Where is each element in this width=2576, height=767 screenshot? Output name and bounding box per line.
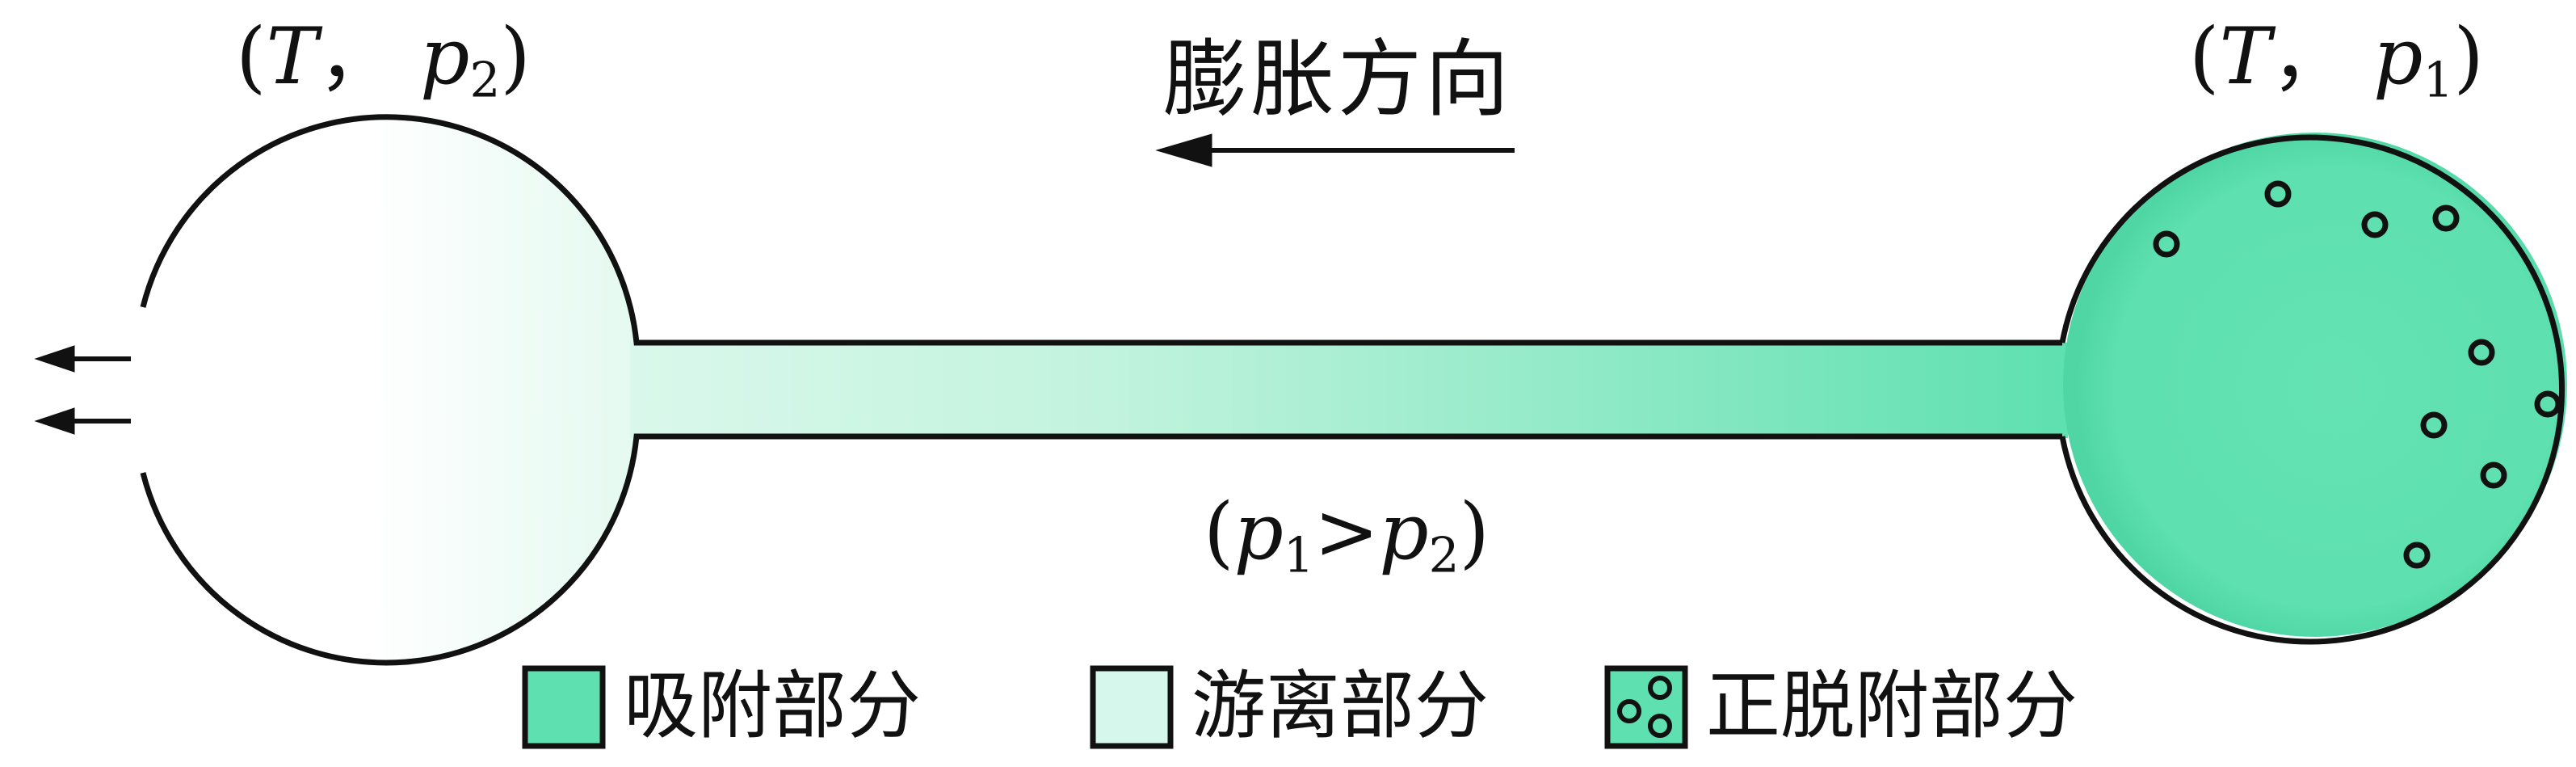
right-state-label: (T， p1) xyxy=(2189,11,2484,109)
legend-swatch-adsorbed xyxy=(522,665,606,749)
left-state-label: (T， p2) xyxy=(236,11,531,109)
legend-swatch-desorbing xyxy=(1604,665,1688,749)
left-bulb xyxy=(143,116,637,663)
legend-label-free: 游离部分 xyxy=(1191,663,1490,749)
connecting-tube xyxy=(630,343,2068,438)
legend-label-desorbing: 正脱附部分 xyxy=(1706,663,2078,749)
legend-label-adsorbed: 吸附部分 xyxy=(624,663,922,749)
outflow-arrows xyxy=(34,345,131,435)
legend-swatch-free xyxy=(1090,665,1174,749)
right-bulb xyxy=(2063,133,2567,637)
pressure-relation-label: (p1>p2) xyxy=(1204,487,1490,584)
expansion-arrow xyxy=(1155,133,1515,167)
desorbing-molecules xyxy=(2153,180,2561,569)
expansion-direction-label: 膨胀方向 xyxy=(1163,30,1513,129)
